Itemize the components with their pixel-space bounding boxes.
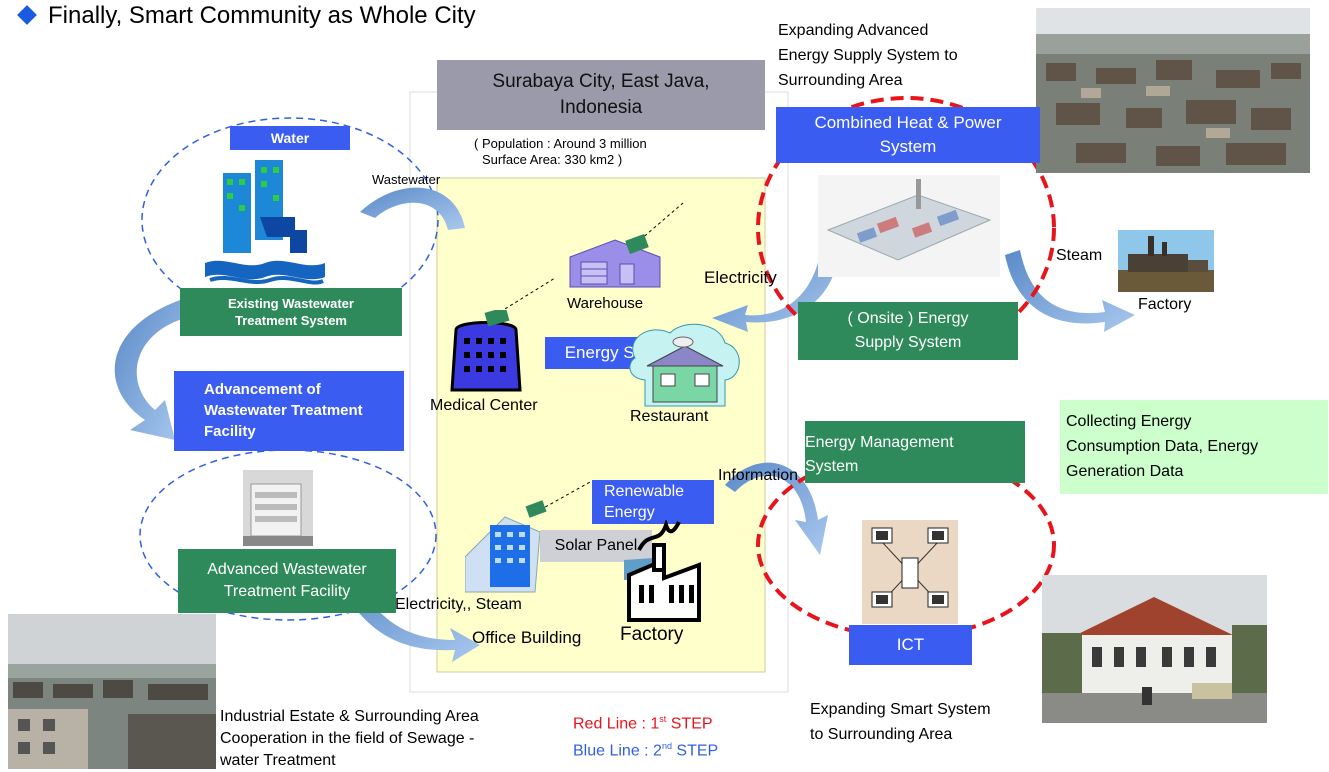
advancement-box: Advancement of Wastewater Treatment Faci… [174,371,404,451]
renewable-line1: Renewable [604,483,685,500]
collect-line2: Consumption Data, Energy [1066,438,1259,455]
advanced-line1: Advanced Wastewater [207,561,367,578]
elec-steam-label: Electricity,, Steam [395,596,522,613]
city-name-line2: Indonesia [559,97,643,118]
wastewater-label: Wastewater [372,172,441,187]
office-building-icon [465,500,547,593]
solar-panel-box: Solar Panel [540,530,652,562]
information-arrow [725,462,828,555]
industrial-estate-text: Industrial Estate & Surrounding Area Coo… [220,706,479,772]
legend-blue-suffix: STEP [671,742,719,760]
expanding-smart-text: Expanding Smart System to Surrounding Ar… [810,697,991,747]
treatment-to-center-arrow [340,575,480,662]
smart-line1: Expanding Smart System [810,701,991,718]
electricity-label: Electricity [704,268,777,287]
chp-line1: Combined Heat & Power [814,113,1002,132]
renewable-line2: Energy [604,504,655,521]
chp-red-ellipse [756,96,1056,360]
water-label: Water [230,126,350,150]
industrial-line1: Industrial Estate & Surrounding Area [220,708,479,725]
warehouse-label: Warehouse [567,295,644,312]
ems-line2: System [805,458,859,475]
industrial-line2: Cooperation in the field of Sewage - [220,730,475,747]
office-building-label: Office Building [472,628,582,647]
left-down-arrow [114,300,185,440]
collect-line1: Collecting Energy [1066,413,1192,430]
existing-line1: Existing Wastewater [228,296,354,311]
information-label: Information [718,467,799,484]
steam-arrow [1005,250,1135,332]
collecting-data-box: Collecting Energy Consumption Data, Ener… [1060,400,1328,494]
existing-wastewater-box: Existing Wastewater Treatment System [180,288,402,336]
legend-blue-sup: nd [661,741,672,752]
water-building-icon [205,160,325,285]
advanced-line2: Treatment Facility [223,583,351,600]
onsite-line1: ( Onsite ) Energy [847,310,969,327]
onsite-line2: Supply System [854,334,962,351]
city-area: Surface Area: 330 km2 ) [482,152,623,167]
industrial-line3: water Treatment [220,752,336,769]
legend-red-sup: st [659,714,667,724]
ems-line1: Energy Management [805,434,954,451]
legend-blue-prefix: Blue Line : 2 [573,742,662,760]
restaurant-icon [629,323,740,407]
advanced-facility-box: Advanced Wastewater Treatment Facility [178,549,396,613]
city-aerial-photo [1036,8,1310,173]
existing-line2: Treatment System [235,313,347,328]
wireless-link-medical [499,277,556,313]
city-name-line1: Surabaya City, East Java, [492,71,710,92]
city-stats: ( Population : Around 3 million Surface … [474,136,647,168]
ems-box: Energy Management System [805,421,1025,483]
advanced-facility-photo [243,470,313,546]
factory-icon [624,520,701,622]
colonial-building-photo [1042,575,1267,723]
page-title: Finally, Smart Community as Whole City [48,2,476,29]
expanding-line3: Surrounding Area [778,72,903,89]
advancement-line2: Wastewater Treatment [204,402,363,419]
medical-center-icon [450,310,522,392]
expanding-line1: Expanding Advanced [778,22,929,39]
legend: Red Line : 1st STEP Blue Line : 2nd STEP [573,708,718,763]
chp-plant-image [818,175,1000,277]
renewable-energy-box: Renewable Energy [592,480,714,524]
chp-line2: System [879,137,937,156]
expanding-line2: Energy Supply System to [778,47,958,64]
chp-box: Combined Heat & Power System [776,107,1040,163]
right-factory-label: Factory [1138,296,1192,313]
smart-line2: to Surrounding Area [810,726,953,743]
legend-blue: Blue Line : 2nd STEP [573,735,718,762]
industrial-estate-photo [8,614,216,769]
ict-network-image [862,520,958,624]
legend-red-suffix: STEP [666,715,713,733]
factory-photo [1118,230,1214,292]
medical-center-label: Medical Center [430,397,538,414]
warehouse-icon [569,234,661,288]
advancement-line1: Advancement of [204,381,321,398]
electricity-arrow [712,255,838,332]
steam-label: Steam [1056,247,1103,264]
onsite-energy-box: ( Onsite ) Energy Supply System [798,302,1018,360]
restaurant-label: Restaurant [630,408,709,425]
city-population: ( Population : Around 3 million [474,136,647,151]
city-name-box: Surabaya City, East Java, Indonesia [437,60,765,130]
ict-box: ICT [849,625,972,665]
wastewater-arrow [360,187,465,230]
center-factory-label: Factory [620,624,684,645]
collect-line3: Generation Data [1066,463,1184,480]
advancement-line3: Facility [204,423,256,440]
legend-red-prefix: Red Line : 1 [573,715,660,733]
legend-red: Red Line : 1st STEP [573,708,718,735]
expanding-energy-text: Expanding Advanced Energy Supply System … [778,18,958,93]
